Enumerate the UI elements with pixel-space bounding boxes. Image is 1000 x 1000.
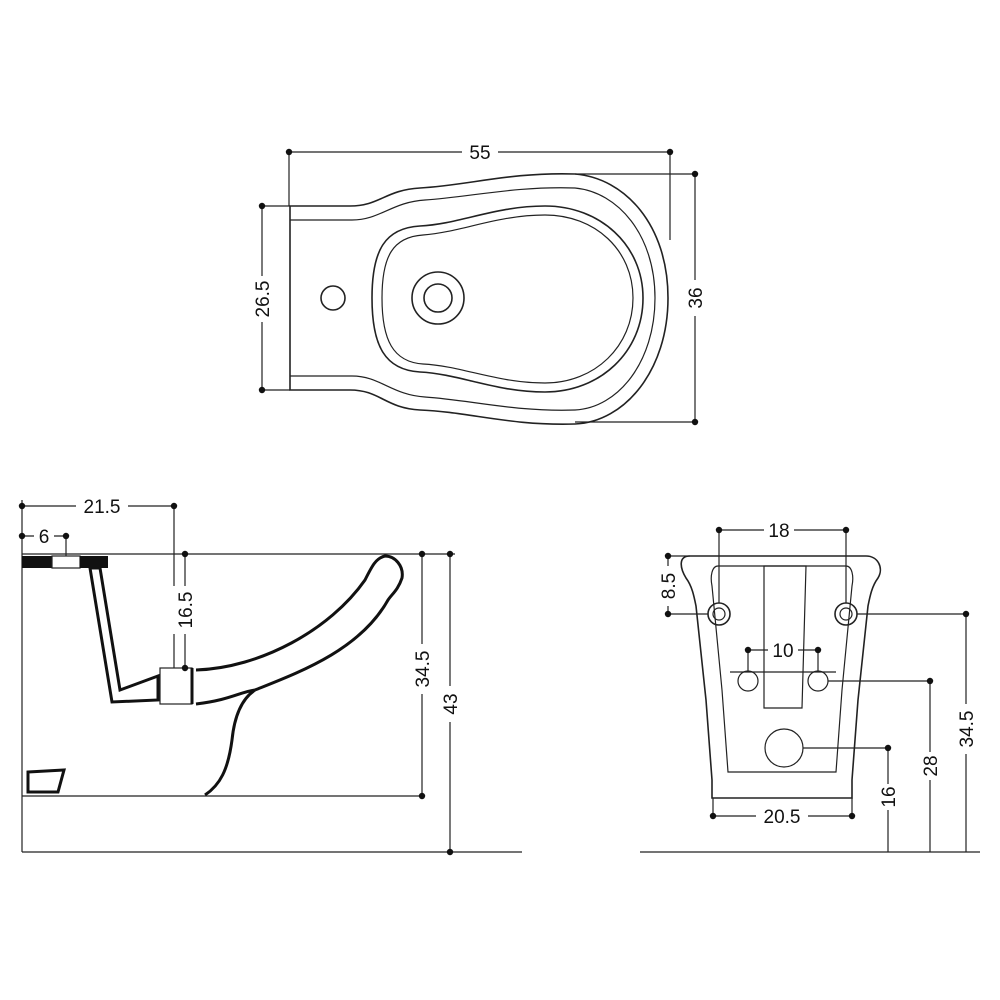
rear-supply-hole-right [807,670,829,692]
side-bowl-curve [195,554,404,692]
dim-dot [691,170,699,178]
dim-dot [709,812,717,820]
rear-fix-hole-right-outer [834,602,858,626]
rear-waste-outlet [764,728,804,768]
dim-dot [446,550,454,558]
side-dim-body-label: 34.5 [413,651,434,688]
side-rear-outlet [26,768,66,794]
dim-dot [744,646,752,654]
dim-dot [181,550,189,558]
side-drain-connector [159,667,193,705]
dim-dot [446,848,454,856]
dim-dot [884,744,892,752]
top-view-outer-outline [289,172,669,425]
dim-dot [285,148,293,156]
rear-central-rib [763,565,807,709]
side-dim-depth-label: 21.5 [84,497,121,518]
rear-body-outline [680,555,882,799]
dim-dot [170,502,178,510]
rear-dim-fix-spacing-label: 18 [768,521,789,542]
side-rim-block-left [22,556,52,568]
rear-dim-base-label: 20.5 [764,807,801,828]
side-dim-total-label: 43 [441,693,462,714]
dim-dot [926,677,934,685]
rear-fix-hole-left-inner [712,607,726,621]
dim-dot [258,386,266,394]
rear-dim-supply-height-label: 28 [921,755,942,776]
top-view-bowl-inner [381,214,634,384]
side-body-front-curve [204,688,256,797]
rear-fix-hole-left-outer [707,602,731,626]
dim-dot [18,532,26,540]
top-dim-depth-label: 36 [686,287,707,308]
side-dim-bowl-label: 16.5 [176,592,197,629]
top-view: 55 36 26.5 [250,140,707,426]
side-rim-block-mid [51,555,81,569]
dim-dot [418,550,426,558]
dim-dot [842,526,850,534]
rear-fix-hole-right-inner [839,607,853,621]
rear-body-inner [710,565,854,773]
tap-hole [320,285,346,311]
dim-dot [848,812,856,820]
dim-dot [962,610,970,618]
dim-dot [18,502,26,510]
dim-dot [814,646,822,654]
drain-outer [411,271,465,325]
top-dim-back-label: 26.5 [253,281,274,318]
dim-dot [715,526,723,534]
dim-dot [258,202,266,210]
dim-dot [418,792,426,800]
drain-inner [423,283,453,313]
rear-dim-fix-offset-label: 8.5 [659,573,680,599]
dim-dot [666,148,674,156]
side-dim-rim-label: 6 [39,527,50,548]
side-view: 21.5 6 16.5 34.5 43 [18,494,522,856]
top-view-ledge-line [290,187,656,411]
dim-dot [664,610,672,618]
side-bowl-underside [195,688,256,706]
top-dim-width-label: 55 [469,143,490,164]
side-back-wall-profile [88,566,160,704]
rear-dim-fix-height-label: 34.5 [957,711,978,748]
side-rim-block-right [80,556,108,568]
rear-view: 18 8.5 10 20.5 16 28 [640,518,980,853]
rear-dim-supply-spacing-label: 10 [772,641,793,662]
top-view-bowl-outer [371,205,644,393]
dim-dot [664,552,672,560]
rear-supply-hole-left [737,670,759,692]
dim-dot [62,532,70,540]
dim-dot [691,418,699,426]
rear-dim-waste-label: 16 [879,786,900,807]
dim-dot [181,664,189,672]
